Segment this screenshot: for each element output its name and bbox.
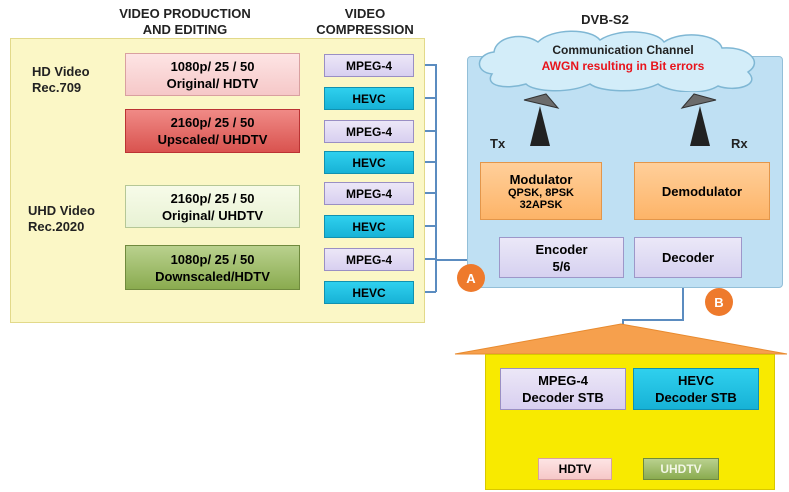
hd-video-label: HD Video Rec.709 [32, 64, 90, 96]
decoder-box: Decoder [634, 237, 742, 278]
modulator-line1: QPSK, 8PSK [507, 186, 575, 199]
format-box-4: 1080p/ 25 / 50 Downscaled/HDTV [125, 245, 300, 290]
mpeg4-stb-box: MPEG-4 Decoder STB [500, 368, 626, 410]
mpeg4-box-3: MPEG-4 [324, 182, 414, 205]
header-production-line1: VIDEO PRODUCTION [119, 6, 251, 21]
modulator-line2: 32APSK [519, 198, 563, 211]
format-4-line2: Downscaled/HDTV [155, 268, 270, 284]
hevc-box-4: HEVC [324, 281, 414, 304]
encoder-box: Encoder 5/6 [499, 237, 624, 278]
tx-antenna-icon [523, 93, 560, 146]
format-box-2: 2160p/ 25 / 50 Upscaled/ UHDTV [125, 109, 300, 153]
header-production: VIDEO PRODUCTION AND EDITING [96, 6, 274, 38]
format-4-line1: 1080p/ 25 / 50 [170, 251, 255, 267]
uhd-video-line1: UHD Video [28, 203, 95, 218]
hd-video-line1: HD Video [32, 64, 90, 79]
hevc-stb-box: HEVC Decoder STB [633, 368, 759, 410]
marker-b: B [705, 288, 733, 316]
hevc-box-2: HEVC [324, 151, 414, 174]
hevc-box-1: HEVC [324, 87, 414, 110]
format-3-line1: 2160p/ 25 / 50 [170, 190, 255, 206]
uhd-video-label: UHD Video Rec.2020 [28, 203, 95, 235]
mpeg4-box-4: MPEG-4 [324, 248, 414, 271]
header-production-line2: AND EDITING [142, 22, 228, 37]
header-compression: VIDEO COMPRESSION [302, 6, 428, 38]
tx-label: Tx [490, 136, 506, 151]
marker-a: A [457, 264, 485, 292]
hd-video-line2: Rec.709 [32, 80, 82, 95]
mpeg4-stb-line1: MPEG-4 [538, 373, 588, 388]
modulator-box: Modulator QPSK, 8PSK 32APSK [480, 162, 602, 220]
format-2-line2: Upscaled/ UHDTV [157, 132, 268, 147]
format-1-line1: 1080p/ 25 / 50 [170, 58, 255, 74]
dvbs2-title: DVB-S2 [581, 12, 629, 27]
format-2-line1: 2160p/ 25 / 50 [170, 115, 255, 130]
format-3-line2: Original/ UHDTV [161, 207, 264, 223]
rx-antenna-icon [680, 93, 717, 146]
format-box-1: 1080p/ 25 / 50 Original/ HDTV [125, 53, 300, 96]
mpeg4-box-2: MPEG-4 [324, 120, 414, 143]
hevc-box-3: HEVC [324, 215, 414, 238]
format-1-line2: Original/ HDTV [166, 75, 259, 91]
encoder-line1: Encoder [535, 241, 588, 257]
rx-label: Rx [731, 136, 748, 151]
header-compression-line2: COMPRESSION [316, 22, 414, 37]
hevc-stb-line2: Decoder STB [655, 390, 737, 405]
hdtv-box: HDTV [538, 458, 612, 480]
hevc-stb-line1: HEVC [677, 373, 715, 388]
encoder-line2: 5/6 [552, 258, 571, 274]
header-compression-line1: VIDEO [344, 6, 386, 21]
channel-subtitle: AWGN resulting in Bit errors [541, 59, 705, 73]
demodulator-box: Demodulator [634, 162, 770, 220]
uhdtv-box: UHDTV [643, 458, 719, 480]
uhd-video-line2: Rec.2020 [28, 219, 85, 234]
mpeg4-box-1: MPEG-4 [324, 54, 414, 77]
mpeg4-stb-line2: Decoder STB [522, 390, 604, 405]
cloud-icon [478, 30, 755, 92]
channel-title: Communication Channel [552, 43, 694, 57]
format-box-3: 2160p/ 25 / 50 Original/ UHDTV [125, 185, 300, 228]
modulator-title: Modulator [509, 171, 573, 187]
house-roof-icon [454, 323, 788, 355]
